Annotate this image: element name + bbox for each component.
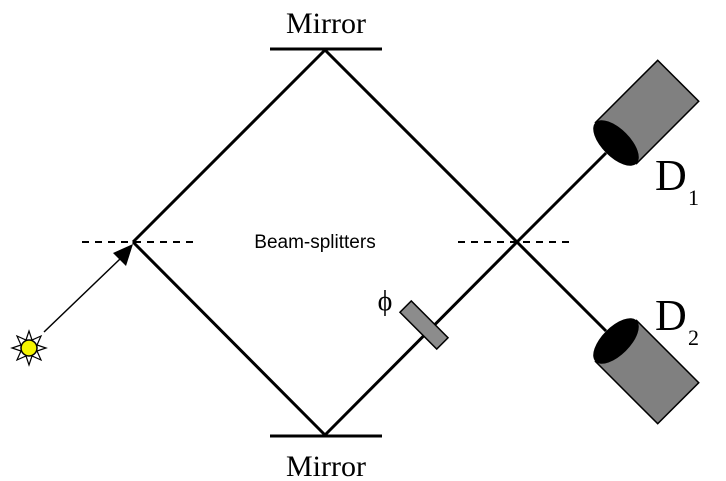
phase-label: ϕ xyxy=(378,286,393,317)
mirrors xyxy=(270,47,382,438)
sun-icon xyxy=(20,339,38,357)
phase-plate xyxy=(398,299,450,351)
detector-2-face xyxy=(593,318,639,364)
light-source xyxy=(10,329,48,367)
detector-1 xyxy=(593,59,700,166)
input-ray xyxy=(43,244,133,333)
detector-2-subscript: 2 xyxy=(688,325,699,350)
beam-paths xyxy=(131,48,608,437)
detector-1-face xyxy=(593,120,639,166)
mirror-top-label: Mirror xyxy=(286,7,366,40)
beam-path-to-d1 xyxy=(515,151,608,244)
beam-path-upper-right xyxy=(323,48,519,244)
beam-path-lower-left xyxy=(131,240,327,437)
beam-path-lower-right xyxy=(323,240,519,437)
detector-2 xyxy=(593,318,700,425)
detector-1-subscript: 1 xyxy=(688,185,699,210)
beam-path-to-d2 xyxy=(515,240,608,333)
arrow-head-icon xyxy=(113,244,133,266)
beam-path-upper-left xyxy=(131,48,327,244)
detector-1-label: D xyxy=(655,151,687,200)
input-ray-line xyxy=(43,258,121,333)
detector-2-label: D xyxy=(655,291,687,340)
mirror-bottom-label: Mirror xyxy=(286,450,366,481)
beam-splitters-label: Beam-splitters xyxy=(254,232,375,253)
